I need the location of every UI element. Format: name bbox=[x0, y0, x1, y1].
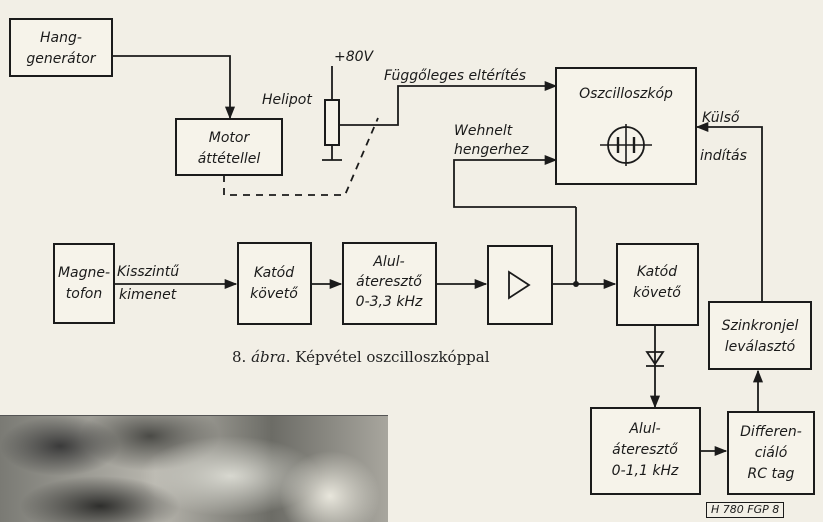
magnetofon-line1: Magne- bbox=[58, 265, 110, 281]
magnetofon-line2: tofon bbox=[66, 286, 102, 302]
katod2-line1: Katód bbox=[637, 264, 677, 280]
differencialo-block: Differen- ciáló RC tag bbox=[728, 412, 814, 494]
figure-code: H 780 FGP 8 bbox=[706, 502, 784, 518]
hanggenerator-line1: Hang- bbox=[40, 30, 82, 46]
katod1-line1: Katód bbox=[254, 265, 294, 281]
hanggenerator-line2: generátor bbox=[26, 51, 96, 67]
helipot-resistor bbox=[325, 100, 339, 145]
wehnelt-label-line1: Wehnelt bbox=[454, 123, 513, 139]
helipot-label: Helipot bbox=[262, 92, 312, 108]
motor-line2: áttétellel bbox=[198, 151, 261, 167]
szinkron-line2: leválasztó bbox=[725, 339, 796, 355]
alul2-line3: 0-1,1 kHz bbox=[612, 463, 679, 479]
vertical-deflection-label: Függőleges eltérítés bbox=[384, 68, 526, 84]
szinkronjel-levalaszto-block: Szinkronjel leválasztó bbox=[709, 302, 811, 369]
voltage-label: +80V bbox=[334, 49, 375, 65]
diff-line3: RC tag bbox=[748, 466, 795, 482]
alulatereszto-2-block: Alul- áteresztő 0-1,1 kHz bbox=[591, 408, 700, 494]
magnetofon-block: Magne- tofon bbox=[54, 244, 114, 323]
wire-vertical-deflection bbox=[339, 86, 556, 125]
wehnelt-label-line2: hengerhez bbox=[454, 142, 529, 158]
figure-caption: 8. ábra. Képvétel oszcilloszkóppal bbox=[232, 348, 490, 366]
alul2-line1: Alul- bbox=[628, 421, 660, 437]
low-level-output-label-line2: kimenet bbox=[119, 287, 177, 303]
oszcilloszkop-block: Oszcilloszkóp bbox=[556, 68, 696, 184]
szinkron-line1: Szinkronjel bbox=[722, 318, 799, 334]
caption-text: . Képvétel oszcilloszkóppal bbox=[286, 348, 490, 366]
katod-koveto-1-block: Katód követő bbox=[238, 243, 311, 324]
diff-line1: Differen- bbox=[740, 424, 802, 440]
alulatereszto-1-block: Alul- áteresztő 0-3,3 kHz bbox=[343, 243, 436, 324]
alul1-line3: 0-3,3 kHz bbox=[356, 294, 423, 310]
wire-generator-motor bbox=[112, 56, 230, 118]
diff-line2: ciáló bbox=[755, 445, 788, 461]
caption-fig-word: ábra bbox=[251, 348, 286, 366]
alul1-line2: áteresztő bbox=[356, 274, 422, 290]
katod2-line2: követő bbox=[633, 285, 681, 301]
alul1-line1: Alul- bbox=[372, 254, 404, 270]
external-trigger-label-line1: Külső bbox=[702, 110, 740, 126]
katod-koveto-2-block: Katód követő bbox=[617, 244, 698, 325]
oscilloscope-photo bbox=[0, 415, 388, 522]
amplifier-block bbox=[488, 246, 552, 324]
oszcilloszkop-label: Oszcilloszkóp bbox=[579, 86, 673, 102]
hanggenerator-block: Hang- generátor bbox=[10, 19, 112, 76]
motor-block: Motor áttétellel bbox=[176, 119, 282, 175]
caption-number: 8. bbox=[232, 348, 246, 366]
katod1-line2: követő bbox=[250, 286, 298, 302]
low-level-output-label-line1: Kisszintű bbox=[117, 264, 179, 280]
alul2-line2: áteresztő bbox=[612, 442, 678, 458]
motor-line1: Motor bbox=[209, 130, 251, 146]
external-trigger-label-line2: indítás bbox=[700, 148, 747, 164]
